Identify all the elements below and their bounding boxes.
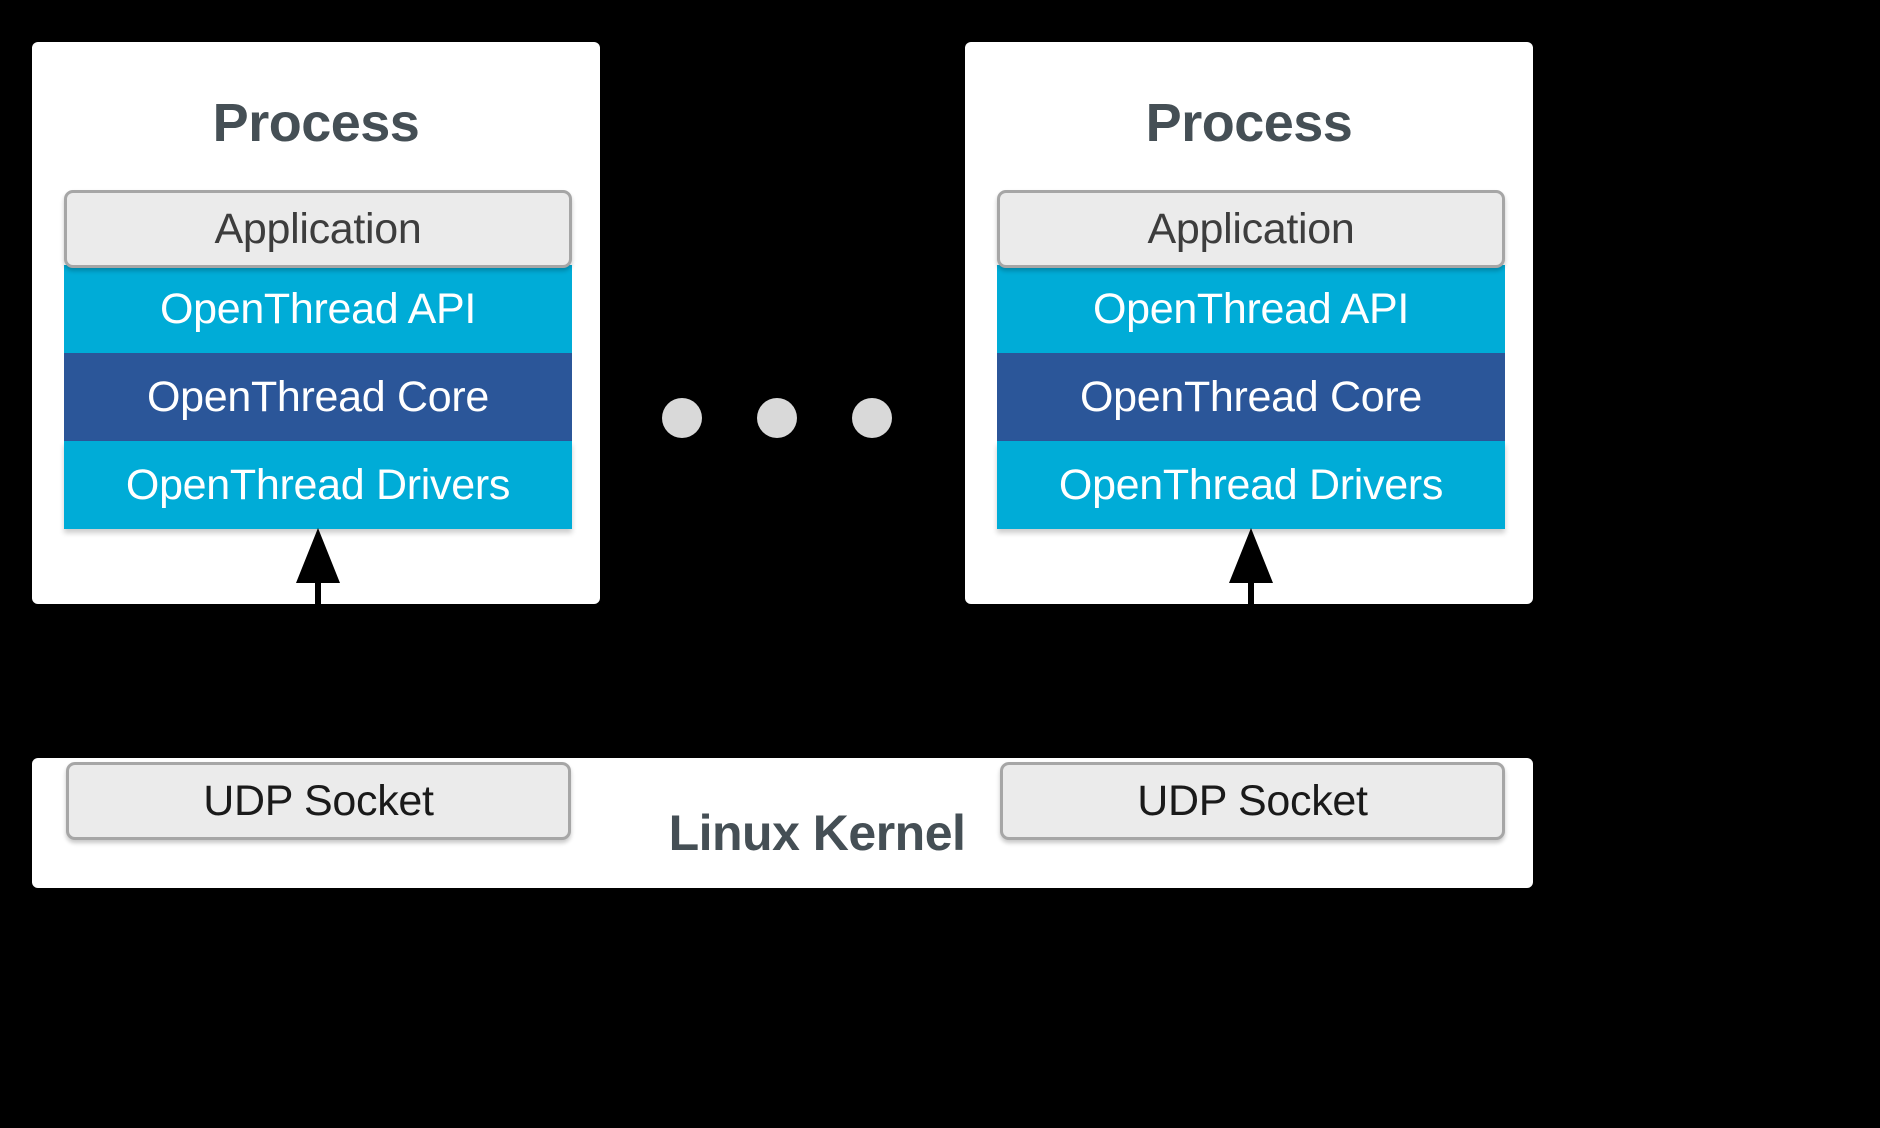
layer-openthread-core-right[interactable]: OpenThread Core	[997, 353, 1505, 441]
arrow-head-icon	[1229, 528, 1273, 583]
layer-label: Application	[1147, 204, 1355, 253]
layer-label: OpenThread API	[159, 284, 477, 333]
udp-socket-box-right[interactable]: UDP Socket	[1000, 762, 1505, 840]
udp-socket-box-left[interactable]: UDP Socket	[66, 762, 571, 840]
linux-kernel-title: Linux Kernel	[668, 805, 966, 861]
layer-label: OpenThread Drivers	[1058, 460, 1444, 509]
layer-application-left[interactable]: Application	[64, 190, 572, 268]
layer-stack-left: Application OpenThread API OpenThread Co…	[64, 190, 572, 529]
layer-openthread-core-left[interactable]: OpenThread Core	[64, 353, 572, 441]
ellipsis-dot-icon	[852, 398, 892, 438]
layer-application-right[interactable]: Application	[997, 190, 1505, 268]
layer-openthread-api-right[interactable]: OpenThread API	[997, 265, 1505, 353]
layer-label: OpenThread Drivers	[125, 460, 511, 509]
layer-stack-right: Application OpenThread API OpenThread Co…	[997, 190, 1505, 529]
connector-arrow-right	[1221, 528, 1281, 728]
ellipsis-dots	[662, 398, 892, 438]
arrow-stem	[315, 576, 321, 728]
connector-arrow-left	[288, 528, 348, 728]
udp-socket-label: UDP Socket	[203, 776, 434, 825]
ellipsis-dot-icon	[757, 398, 797, 438]
ellipsis-dot-icon	[662, 398, 702, 438]
udp-socket-label: UDP Socket	[1137, 776, 1368, 825]
layer-label: OpenThread Core	[146, 372, 490, 421]
process-title-left: Process	[212, 93, 420, 153]
layer-label: Application	[214, 204, 422, 253]
process-title-right: Process	[1145, 93, 1353, 153]
layer-label: OpenThread API	[1092, 284, 1410, 333]
process-box-left: Process Application OpenThread API OpenT…	[32, 42, 600, 604]
linux-kernel-bar: Linux Kernel UDP Socket UDP Socket	[32, 758, 1533, 888]
arrow-stem	[1248, 576, 1254, 728]
layer-openthread-drivers-right[interactable]: OpenThread Drivers	[997, 441, 1505, 529]
layer-openthread-drivers-left[interactable]: OpenThread Drivers	[64, 441, 572, 529]
process-box-right: Process Application OpenThread API OpenT…	[965, 42, 1533, 604]
layer-label: OpenThread Core	[1079, 372, 1423, 421]
arrow-head-icon	[296, 528, 340, 583]
layer-openthread-api-left[interactable]: OpenThread API	[64, 265, 572, 353]
